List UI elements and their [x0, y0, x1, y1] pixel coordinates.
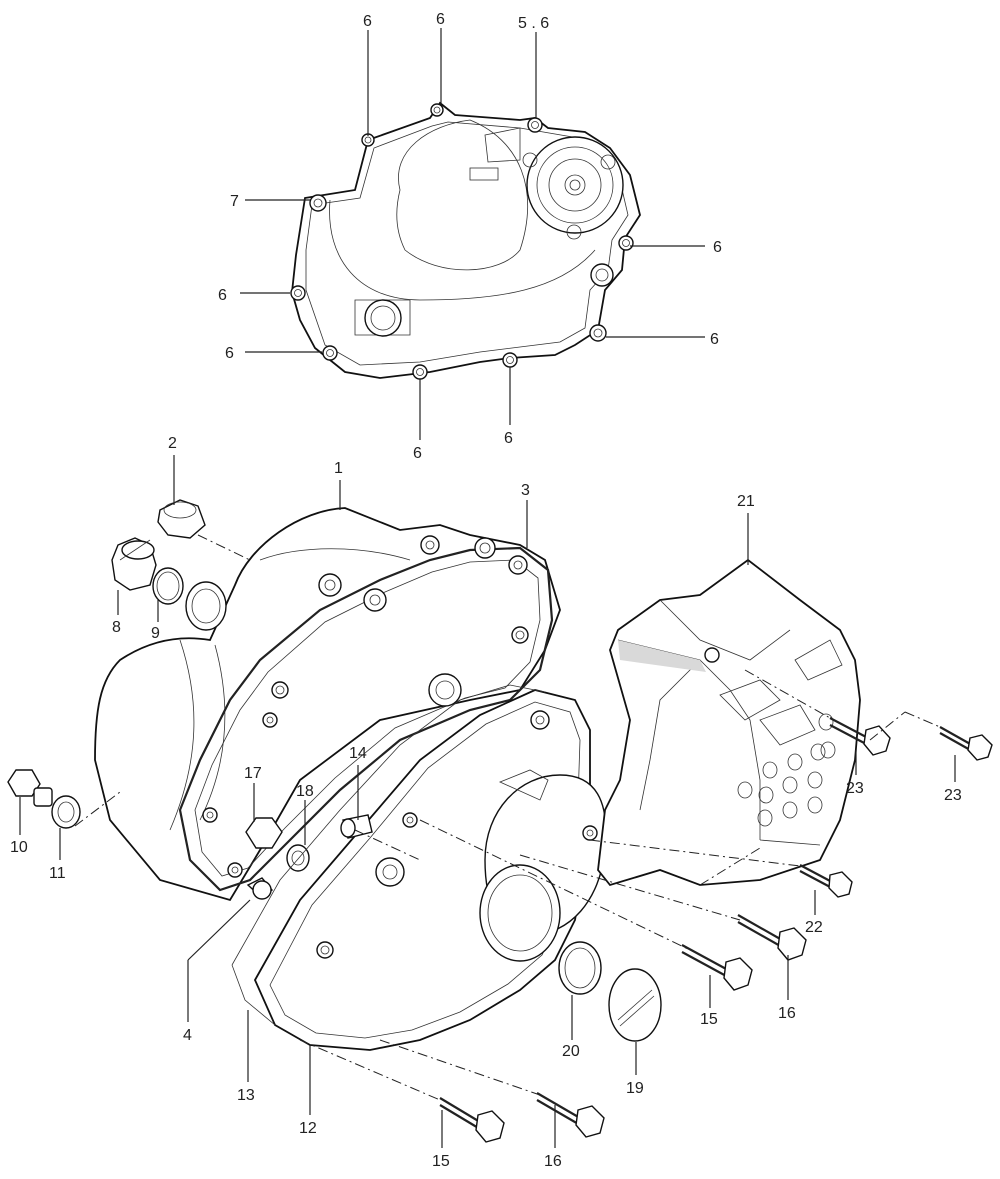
callout-6: 6 — [504, 430, 513, 447]
callout-18: 18 — [296, 783, 314, 800]
bolts — [439, 717, 993, 1143]
callout-12: 12 — [299, 1120, 317, 1137]
callout-16: 16 — [778, 1005, 796, 1022]
callout-3: 3 — [521, 482, 530, 499]
callout-15: 15 — [700, 1011, 718, 1028]
callout-21: 21 — [737, 493, 755, 510]
callout-1: 1 — [334, 460, 343, 477]
callout-14: 14 — [349, 745, 367, 762]
callout-13: 13 — [237, 1087, 255, 1104]
top-leader-lines — [240, 28, 705, 440]
callout-9: 9 — [151, 625, 160, 642]
callout-labels: 6 6 5 . 6 7 6 6 6 6 6 6 2 1 3 21 8 9 14 … — [10, 11, 962, 1170]
callout-6: 6 — [713, 239, 722, 256]
callout-10: 10 — [10, 839, 28, 856]
callout-8: 8 — [112, 619, 121, 636]
crankcase-cover-body — [94, 507, 561, 902]
callout-6: 6 — [225, 345, 234, 362]
callout-7: 7 — [230, 193, 239, 210]
bottom-leader-lines — [19, 455, 956, 1148]
sprocket-cover — [597, 558, 861, 887]
callout-6: 6 — [218, 287, 227, 304]
callout-11: 11 — [49, 865, 66, 882]
assembly-centerlines — [74, 534, 941, 1101]
callout-17: 17 — [244, 765, 262, 782]
callout-23: 23 — [846, 780, 864, 797]
callout-6: 6 — [363, 13, 372, 30]
callout-4: 4 — [183, 1027, 192, 1044]
callout-6: 6 — [413, 445, 422, 462]
callout-16: 16 — [544, 1153, 562, 1170]
callout-5-6: 5 . 6 — [518, 15, 549, 32]
callout-23: 23 — [944, 787, 962, 804]
callout-22: 22 — [805, 919, 823, 936]
callout-19: 19 — [626, 1080, 644, 1097]
callout-6: 6 — [436, 11, 445, 28]
outer-cover — [231, 684, 607, 1051]
callout-15: 15 — [432, 1153, 450, 1170]
inner-clutch-cover — [290, 101, 641, 380]
small-parts — [7, 499, 662, 1042]
callout-20: 20 — [562, 1043, 580, 1060]
callout-6: 6 — [710, 331, 719, 348]
callout-2: 2 — [168, 435, 177, 452]
